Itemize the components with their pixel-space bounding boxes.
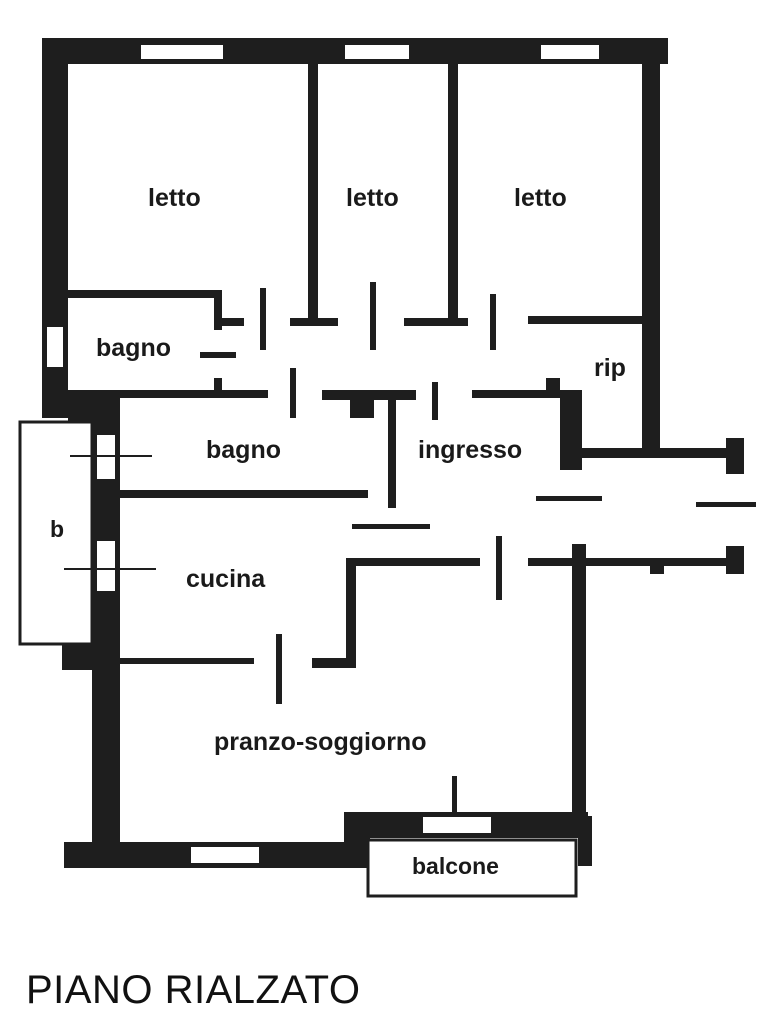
wall-entry-2 [696,502,756,507]
balcony-b-doors [64,455,156,570]
wall-kitchen-bottom-r [312,658,356,668]
wall-kitchen-right [346,558,356,668]
label-cucina: cucina [186,565,266,593]
wall-bagno2-right [388,398,396,508]
wall-kitchen-bottom-l [120,658,254,664]
wall-bottom-post [344,812,370,868]
floor-caption: PIANO RIALZATO [26,968,361,1012]
wall-rip-left [560,390,582,470]
wall-bagno1-b [214,378,222,398]
wall-corridor-mid [322,390,416,400]
wall-bed-6 [528,316,646,324]
window-top-3 [539,43,601,61]
label-bagno-1: bagno [96,334,171,362]
wall-bed-4 [290,318,338,326]
window-top-2 [343,43,411,61]
label-letto-1: letto [148,184,201,212]
wall-corridor-mid-post [350,398,374,418]
door-leaf-2 [370,282,376,350]
window-top-1 [139,43,225,61]
room-labels: letto letto letto bagno rip bagno ingres… [50,184,626,879]
wall-corridor-right [472,390,562,398]
wall-bagno1-bottom [68,390,268,398]
wall-mid-1 [352,524,430,529]
wall-bagno1-a [200,352,236,358]
door-leaf-6 [496,536,502,600]
label-letto-3: letto [514,184,567,212]
wall-bed-1 [68,290,220,298]
label-balcone: balcone [412,853,499,879]
label-ingresso: ingresso [418,436,522,464]
window-bottom [189,845,261,865]
window-balcone [421,815,493,835]
wall-bed-2 [214,290,222,330]
label-bagno-2: bagno [206,436,281,464]
wall-corridor-left [68,398,120,422]
wall-entry-1 [536,496,602,501]
wall-bed-3 [222,318,244,326]
wall-divider-2 [448,64,458,322]
door-leaf-1 [260,288,266,350]
door-leaf-4 [290,368,296,418]
door-leaf-8 [452,776,457,836]
window-left-cucina [95,539,117,593]
wall-divider-1 [308,64,318,322]
wall-rip-post [546,378,560,390]
label-pranzo-soggiorno: pranzo-soggiorno [214,728,426,756]
wall-entry-lower [528,558,728,566]
balcony-b [18,420,94,646]
wall-entry-post [650,558,664,574]
wall-right [642,38,660,456]
wall-mid-2 [348,558,480,566]
window-left-bagno [45,325,65,369]
balconies [18,420,578,898]
balcony-front [366,838,578,898]
wall-bed-5 [404,318,468,326]
wall-living-right [572,544,586,834]
wall-entry-right [726,438,744,474]
wall-rip-bottom [582,448,732,458]
windows [45,43,601,865]
door-leaf-3 [490,294,496,350]
label-letto-2: letto [346,184,399,212]
wall-bagno2-bottom [120,490,368,498]
door-leaf-5 [432,382,438,420]
label-b: b [50,516,64,542]
label-rip: rip [594,354,626,382]
door-leaf-7 [276,634,282,704]
wall-entry-right-2 [726,546,744,574]
